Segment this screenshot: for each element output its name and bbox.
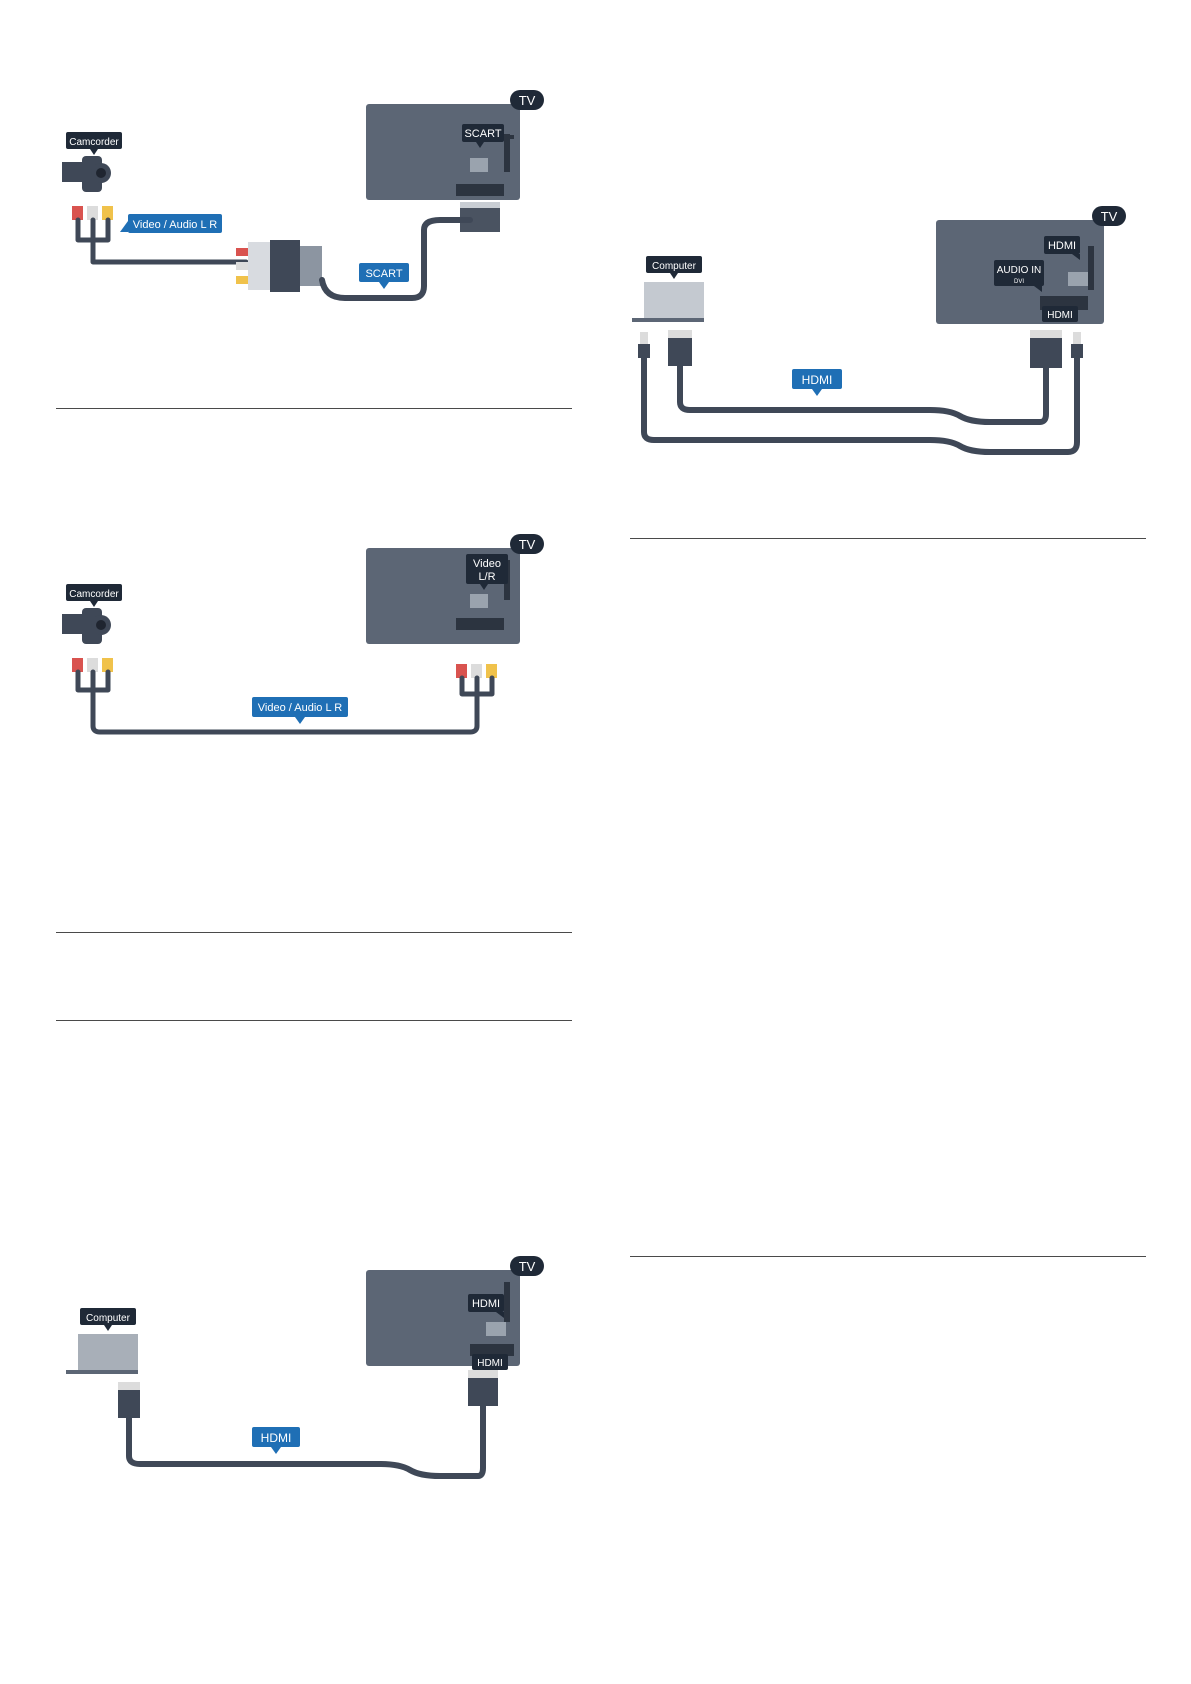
port-label-pointer [476,142,484,148]
tv-connector-label-box [472,1354,508,1370]
port-label-box [466,554,508,584]
hdmi-plug-tv [1030,330,1062,368]
divider [56,932,572,933]
tv-port-stripe [504,134,510,172]
cable-label-pointer [812,389,822,396]
tv-badge-text: TV [519,93,536,108]
camcorder-label-pointer [90,601,98,607]
tv-badge-text: TV [519,1259,536,1274]
scart-adapter [236,240,322,292]
diagram-camcorder-video: TV Video L/R Camcorder Video / Audio L R [62,534,544,735]
port-label-pointer [480,584,488,590]
port-label-line1: Video [473,558,501,570]
computer-label-pointer [670,273,678,279]
cable-hdmi [677,363,1049,425]
tv-port-stripe [1088,246,1094,290]
adapter-label-box [359,263,409,282]
camcorder-label: Camcorder [69,589,119,600]
cable-label-pointer [295,717,305,724]
computer-label-box [80,1308,136,1325]
tv-scart-slot [456,184,504,196]
port-label-box [462,124,504,142]
audio-label-box [994,260,1044,286]
tv-slot [470,1344,514,1356]
cable-label-pointer [271,1447,281,1454]
camcorder-icon [62,156,111,192]
port-label-pointer [1072,254,1080,260]
laptop-icon [66,1334,138,1374]
diagram-computer-dvi: TV HDMI AUDIO IN DVI HDMI Computer HDMI [632,206,1126,455]
cable-label: HDMI [802,373,833,387]
cable-label-pointer [120,221,128,232]
tv-badge-text: TV [1101,209,1118,224]
audio-jack-computer [638,332,650,358]
cable-hdmi [126,1403,486,1479]
tv-port [470,594,488,608]
computer-label-box [646,256,702,273]
port-label-box [1044,236,1080,254]
tv-slot [456,618,504,630]
camcorder-label: Camcorder [69,137,119,148]
port-label-box [468,1294,504,1312]
rca-plugs-camcorder [72,206,113,220]
divider [56,1020,572,1021]
camcorder-label-box [66,132,122,149]
audio-sub-label: DVI [1014,279,1024,285]
tv-badge [510,534,544,554]
cable-label: Video / Audio L R [258,702,342,714]
diagram-camcorder-scart: TV SCART Camcorder Video / Audio L R SCA… [62,90,544,301]
cable-label-box [252,697,348,717]
camcorder-icon [62,608,111,644]
tv-port [470,158,488,172]
computer-label-pointer [104,1325,112,1331]
port-label: HDMI [472,1298,500,1310]
tv-badge [510,1256,544,1276]
divider [630,1256,1146,1257]
tv-badge-text: TV [519,537,536,552]
adapter-label: SCART [365,268,402,280]
cable-label: Video / Audio L R [133,219,217,231]
port-label: SCART [464,128,501,140]
port-label-line2: L/R [478,571,495,583]
rca-plugs-camcorder [72,658,113,672]
tv-badge [1092,206,1126,226]
laptop-icon [632,282,704,322]
audio-label: AUDIO IN [997,265,1041,276]
hdmi-plug-tv [468,1370,498,1406]
divider [630,538,1146,539]
tv-port [486,1322,506,1336]
audio-label-pointer [1034,286,1042,292]
tv-connector-label: HDMI [477,1358,503,1369]
camcorder-label-box [66,584,122,601]
port-label-pointer [496,1312,504,1318]
audio-jack-tv [1071,332,1083,358]
port-label: HDMI [1048,240,1076,252]
scart-plug-pins [460,202,500,208]
hdmi-plug-computer [118,1382,140,1418]
tv-connector-label-box [1042,306,1078,322]
adapter-label-pointer [379,282,389,289]
tv-port-stripe [504,1282,510,1322]
tv-badge [510,90,544,110]
cable-scart [319,217,473,301]
camcorder-label-pointer [90,149,98,155]
diagram-computer-hdmi: TV HDMI HDMI Computer HDMI [66,1256,544,1479]
cable-label-box [792,369,842,389]
computer-label: Computer [86,1313,131,1324]
hdmi-plug-computer [668,330,692,366]
cable-label: HDMI [261,1431,292,1445]
cable-rca [75,669,495,735]
cable-label-box [252,1427,300,1447]
cable-rca [75,217,249,265]
tv-connector-label: HDMI [1047,310,1073,321]
tv-port [1068,272,1088,286]
cable-audio [641,355,1080,455]
divider [56,408,572,409]
rca-plugs-tv [456,664,497,678]
cable-label-box [128,214,222,233]
computer-label: Computer [652,261,697,272]
